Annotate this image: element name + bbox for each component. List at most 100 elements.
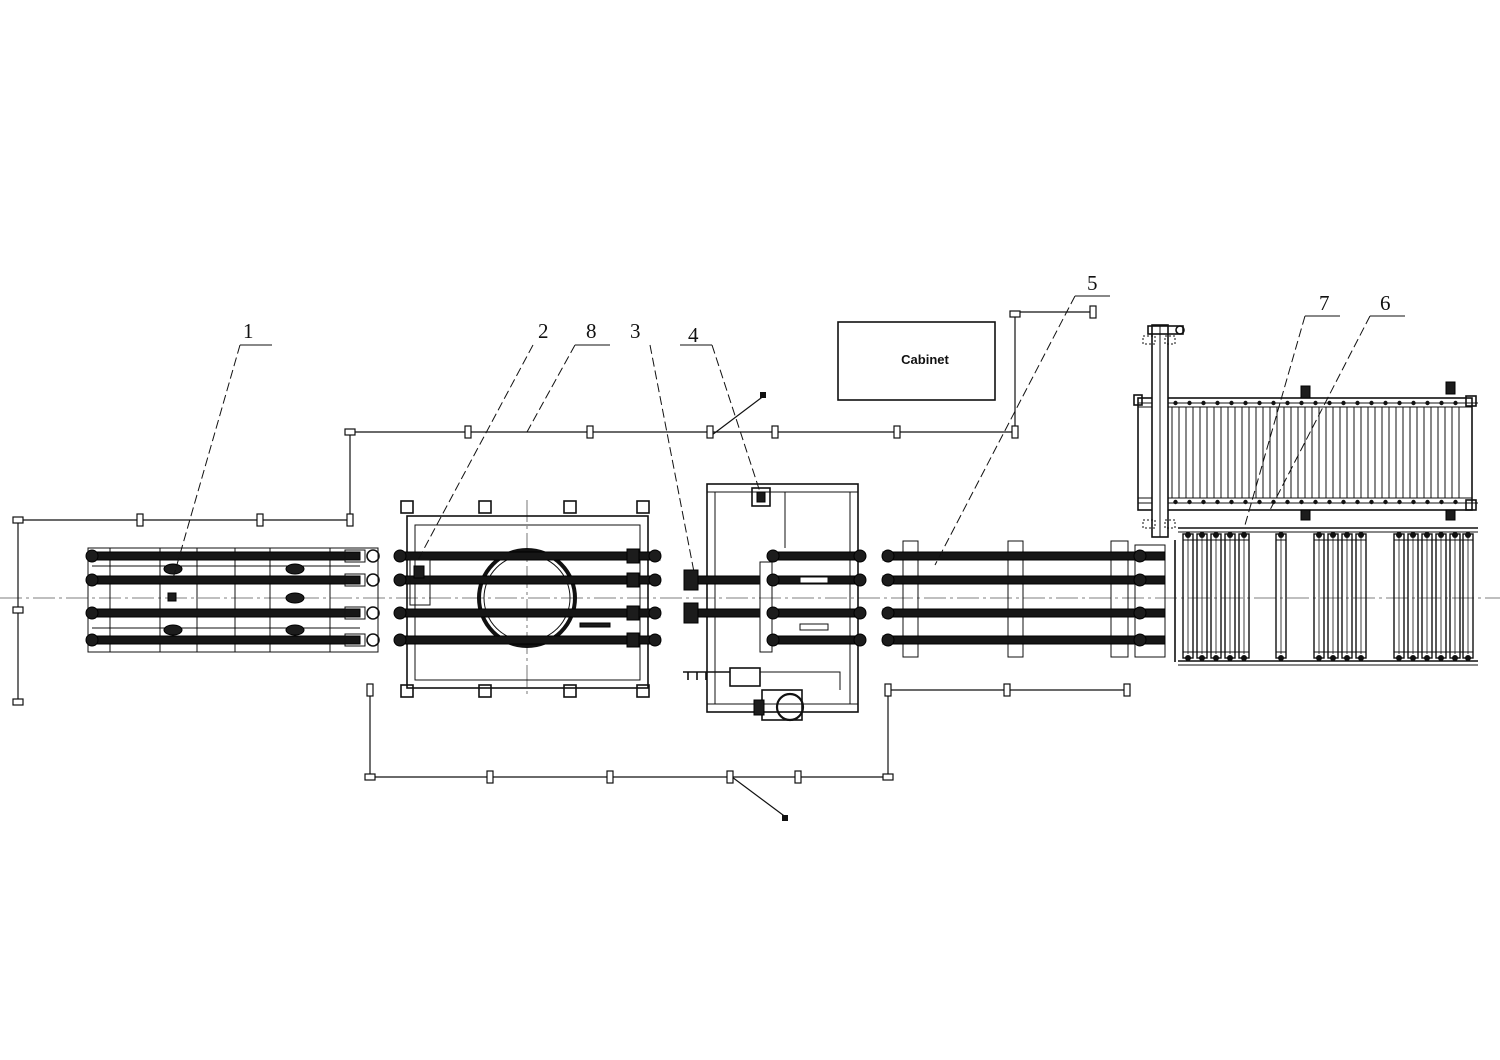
slat-pin xyxy=(1187,400,1192,406)
foot xyxy=(1445,381,1456,395)
cable-route-lower xyxy=(369,689,1127,778)
upper-slat xyxy=(1353,406,1362,499)
callout-3: 3 xyxy=(630,319,641,343)
sensor-bracket-block xyxy=(756,491,766,503)
cable-clamp xyxy=(364,773,376,781)
slat-pin xyxy=(1213,655,1219,661)
foot xyxy=(636,684,650,698)
slat-pin xyxy=(1227,655,1233,661)
foot xyxy=(563,684,577,698)
end-frame xyxy=(1134,544,1166,658)
end-block xyxy=(344,573,366,587)
slat-pin xyxy=(1439,400,1444,406)
sprocket xyxy=(85,633,99,647)
upper-slat xyxy=(1199,406,1208,499)
cable-clamp xyxy=(12,698,24,706)
lift-component xyxy=(799,623,829,631)
slat-pin xyxy=(1313,400,1318,406)
section-2-turntable xyxy=(393,500,662,698)
foot xyxy=(1465,395,1477,407)
slat-pin xyxy=(1201,400,1206,406)
foot xyxy=(1300,509,1311,521)
sprocket xyxy=(648,606,662,620)
slat-pin xyxy=(1410,655,1416,661)
cable-end xyxy=(760,392,766,398)
slat-pin xyxy=(1313,499,1318,505)
slat-pin xyxy=(1173,400,1178,406)
foot xyxy=(1300,385,1311,399)
end-block xyxy=(626,548,640,564)
slat-pin xyxy=(1341,400,1346,406)
slat-pin xyxy=(1397,499,1402,505)
sprocket xyxy=(1133,633,1147,647)
upper-slat xyxy=(1311,406,1320,499)
callout-6: 6 xyxy=(1380,291,1391,315)
leader-line xyxy=(417,344,534,561)
sprocket xyxy=(853,549,867,563)
slat-pin xyxy=(1241,655,1247,661)
lift-component xyxy=(799,576,829,584)
slat-pin xyxy=(1344,655,1350,661)
sprocket xyxy=(366,606,380,620)
slat-pin xyxy=(1396,655,1402,661)
turntable-frame-outer xyxy=(406,515,649,689)
leader-line xyxy=(649,344,695,573)
cable-clamp xyxy=(606,770,614,784)
chain-bar xyxy=(91,635,361,645)
post-bracket-pin xyxy=(1175,325,1185,335)
leader-line xyxy=(934,295,1076,566)
sprocket xyxy=(881,633,895,647)
upper-slat xyxy=(1423,406,1432,499)
gearbox xyxy=(753,699,765,716)
cable-clamp xyxy=(1089,305,1097,319)
sprocket xyxy=(366,633,380,647)
callouts: 1 2 8 3 4 5 7 6 xyxy=(171,271,1405,583)
slat-pin xyxy=(1278,532,1284,538)
support-frame xyxy=(902,540,919,658)
post-bracket xyxy=(1147,325,1184,335)
cable-clamp xyxy=(794,770,802,784)
slat-pin xyxy=(1396,532,1402,538)
cable-route-upper xyxy=(18,311,1093,521)
cable-clamp xyxy=(706,425,714,439)
chain-bar xyxy=(882,608,1166,618)
sprocket xyxy=(85,606,99,620)
slat-pin xyxy=(1185,655,1191,661)
slat-pin xyxy=(1411,499,1416,505)
cable-markers xyxy=(12,305,1131,821)
sprocket xyxy=(766,633,780,647)
cable-clamp xyxy=(346,513,354,527)
slat-pin xyxy=(1465,655,1471,661)
guard xyxy=(760,671,841,690)
cable-clamp xyxy=(1009,310,1021,318)
support-frame xyxy=(1110,540,1129,658)
foot xyxy=(478,684,492,698)
cable-clamp xyxy=(884,683,892,697)
end-block xyxy=(626,605,640,621)
chain-bar xyxy=(91,551,361,561)
leader-line xyxy=(171,344,241,583)
slat-pin xyxy=(1397,400,1402,406)
turntable-frame-inner xyxy=(414,524,641,681)
cable-clamp xyxy=(1123,683,1131,697)
cable-branch-lower xyxy=(731,776,788,819)
slat-pin xyxy=(1383,400,1388,406)
post-marker xyxy=(1142,519,1156,529)
slat-pin xyxy=(1173,499,1178,505)
cable-clamp xyxy=(1003,683,1011,697)
section-3-4-transfer-station xyxy=(683,483,867,722)
upper-slat xyxy=(1255,406,1264,499)
slat-pin xyxy=(1327,400,1332,406)
chain-bar xyxy=(91,575,361,585)
callout-4: 4 xyxy=(688,323,699,347)
sprocket xyxy=(85,549,99,563)
sprocket xyxy=(85,573,99,587)
slat-pin xyxy=(1199,655,1205,661)
cabinet-label: Cabinet xyxy=(901,352,949,367)
slat-pin xyxy=(1410,532,1416,538)
sprocket xyxy=(766,606,780,620)
sprocket xyxy=(853,606,867,620)
cable-clamp xyxy=(12,516,24,524)
chain-bar xyxy=(769,551,863,561)
